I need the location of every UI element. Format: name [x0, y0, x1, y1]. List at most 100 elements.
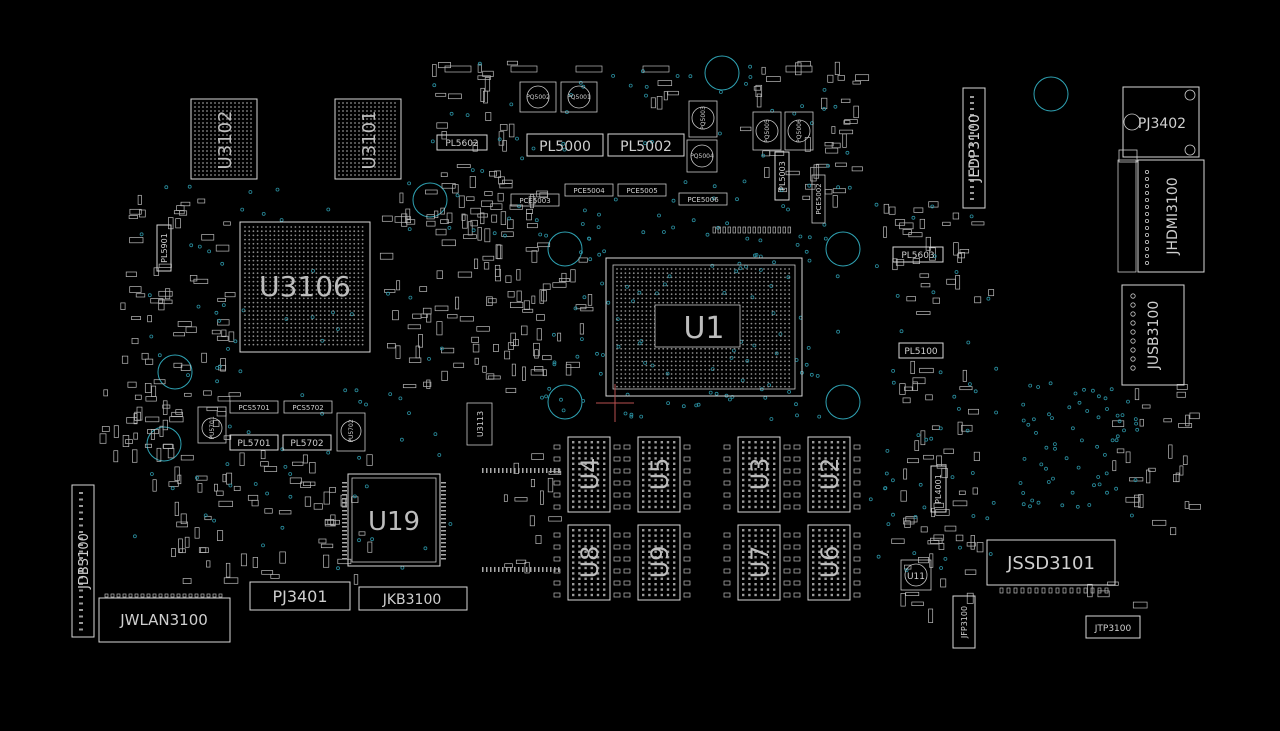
mosfet-pq5005-label: PQ5005: [764, 119, 771, 143]
mosfet-pq5001-label: PQ5001: [567, 94, 591, 101]
inductor-pl4001-label: PL4001: [934, 474, 943, 504]
chip-u3101[interactable]: U3101: [334, 98, 402, 180]
inductor-pl5002[interactable]: PL5002: [607, 133, 685, 157]
inductor-pl5701-label: PL5701: [237, 439, 270, 449]
inductor-pl5003[interactable]: PL5003: [774, 151, 790, 201]
chip-u3102[interactable]: U3102: [190, 98, 258, 180]
ic-u11[interactable]: U11: [900, 559, 932, 591]
connector-jkb3100[interactable]: JKB3100: [358, 586, 468, 611]
connector-jhdmi3100-label: JHDMI3100: [1165, 177, 1181, 255]
chip-u1[interactable]: U1: [605, 257, 803, 397]
memory-chip-u3-label: U3: [746, 458, 774, 491]
inductor-pl5603-label: PL5603: [901, 251, 934, 261]
connector-pj3402[interactable]: PJ3402: [1118, 86, 1200, 163]
memory-chip-u9[interactable]: U9: [637, 524, 681, 601]
chip-u3101-label: U3101: [359, 111, 380, 170]
inductor-pl5100[interactable]: PL5100: [898, 342, 944, 359]
memory-chip-u3[interactable]: U3: [737, 436, 781, 513]
connector-jedp3100[interactable]: JEDP3100: [962, 87, 986, 209]
cap-pce5005[interactable]: PCE5005: [617, 183, 667, 197]
connector-pj3401-label: PJ3401: [272, 587, 327, 606]
ic-u11-label: U11: [907, 572, 925, 582]
ic-u3113-label: U3113: [476, 411, 485, 437]
cap-pce5003-label: PCE5003: [519, 197, 550, 205]
inductor-pl5100-label: PL5100: [904, 347, 938, 357]
connector-jtp3100-label: JTP3100: [1094, 624, 1132, 634]
ic-pu5702-label: PU5702: [348, 419, 355, 442]
ic-pu5702[interactable]: PU5702: [336, 412, 366, 452]
mosfet-pq5003[interactable]: PQ5003: [688, 100, 718, 138]
memory-chip-u4[interactable]: U4: [567, 436, 611, 513]
memory-chip-u5[interactable]: U5: [637, 436, 681, 513]
cap-pcs5701[interactable]: PCS5701: [229, 400, 279, 414]
inductor-pl5602-label: PL5602: [445, 139, 478, 149]
connector-jdb3100-label: JDB3100: [77, 533, 92, 590]
cap-pce5006[interactable]: PCE5006: [678, 192, 728, 206]
mosfet-pq5004-label: PQ5004: [690, 153, 714, 160]
cap-pcs5702[interactable]: PCS5702: [283, 400, 333, 414]
mosfet-pq5001[interactable]: PQ5001: [560, 81, 598, 113]
connector-pj3402-label: PJ3402: [1138, 116, 1186, 132]
connector-jtp3100[interactable]: JTP3100: [1085, 615, 1141, 639]
connector-jfp3100-label: JFP3100: [960, 606, 969, 639]
connector-jusb3100-label: JUSB3100: [1146, 301, 1162, 371]
inductor-pl5901-label: PL5901: [160, 233, 169, 263]
chip-u1-label: U1: [683, 311, 724, 346]
inductor-pl5000-label: PL5000: [539, 139, 591, 155]
memory-chip-u6[interactable]: U6: [807, 524, 851, 601]
connector-pj3401[interactable]: PJ3401: [249, 581, 351, 611]
mosfet-pq5003-label: PQ5003: [700, 106, 707, 130]
chip-u19-label: U19: [368, 507, 420, 537]
connector-jfp3100[interactable]: JFP3100: [952, 595, 976, 649]
inductor-pl5000[interactable]: PL5000: [526, 133, 604, 157]
ic-u3113[interactable]: U3113: [466, 402, 493, 446]
mosfet-pq5006-label: PQ5006: [796, 119, 803, 143]
cap-pce5005-label: PCE5005: [626, 187, 657, 195]
chip-u3106[interactable]: U3106: [239, 221, 371, 353]
connector-jhdmi3100[interactable]: JHDMI3100: [1117, 159, 1205, 273]
memory-chip-u2[interactable]: U2: [807, 436, 851, 513]
cap-pce5002-label: PCE5002: [815, 183, 823, 214]
cap-pce5004-label: PCE5004: [573, 187, 605, 195]
mosfet-pq5002[interactable]: PQ5002: [519, 81, 557, 113]
inductor-pl5603[interactable]: PL5603: [892, 246, 944, 263]
ic-pu5701-label: PU5701: [209, 416, 216, 439]
connector-jwlan3100[interactable]: JWLAN3100: [98, 597, 231, 643]
chip-u3106-label: U3106: [259, 270, 351, 303]
inductor-pl5003-label: PL5003: [778, 161, 787, 191]
memory-chip-u8[interactable]: U8: [567, 524, 611, 601]
chip-u19[interactable]: U19: [342, 468, 560, 572]
memory-chip-u6-label: U6: [816, 546, 844, 579]
connector-jedp3100-label: JEDP3100: [967, 114, 983, 183]
memory-chip-u5-label: U5: [646, 458, 674, 491]
cap-pce5004[interactable]: PCE5004: [564, 183, 614, 197]
inductor-pl4001[interactable]: PL4001: [930, 465, 947, 513]
connector-jdb3100[interactable]: JDB3100: [71, 484, 95, 638]
inductor-pl5701[interactable]: PL5701: [229, 434, 279, 451]
board-decorations: [79, 55, 1201, 631]
inductor-pl5702[interactable]: PL5702: [282, 434, 332, 451]
connector-jwlan3100-label: JWLAN3100: [119, 611, 208, 629]
cap-pce5002[interactable]: PCE5002: [811, 174, 826, 224]
inductor-pl5901[interactable]: PL5901: [156, 224, 172, 272]
mosfet-pq5005[interactable]: PQ5005: [752, 111, 782, 151]
memory-chip-u4-label: U4: [576, 458, 604, 491]
memory-chip-u2-label: U2: [816, 458, 844, 491]
memory-chip-u7-label: U7: [746, 546, 774, 579]
ic-pu5701[interactable]: PU5701: [197, 406, 227, 444]
memory-chip-u7[interactable]: U7: [737, 524, 781, 601]
cap-pcs5702-label: PCS5702: [292, 404, 323, 412]
inductor-pl5602[interactable]: PL5602: [436, 134, 488, 151]
mosfet-pq5004[interactable]: PQ5004: [686, 139, 718, 173]
crosshair-cursor-icon: [596, 384, 634, 422]
inductor-pl5702-label: PL5702: [290, 439, 323, 449]
cap-pce5003[interactable]: PCE5003: [510, 193, 560, 207]
connector-jssd3101-label: JSSD3101: [1006, 553, 1095, 574]
connector-jkb3100-label: JKB3100: [382, 592, 442, 608]
memory-chip-array: U4 U5 U3 U2 U8 U9 U7 U6: [567, 436, 851, 601]
cap-pcs5701-label: PCS5701: [238, 404, 269, 412]
connector-jusb3100[interactable]: JUSB3100: [1121, 284, 1185, 386]
connector-jssd3101[interactable]: JSSD3101: [986, 539, 1116, 586]
mosfet-pq5006[interactable]: PQ5006: [784, 111, 814, 151]
